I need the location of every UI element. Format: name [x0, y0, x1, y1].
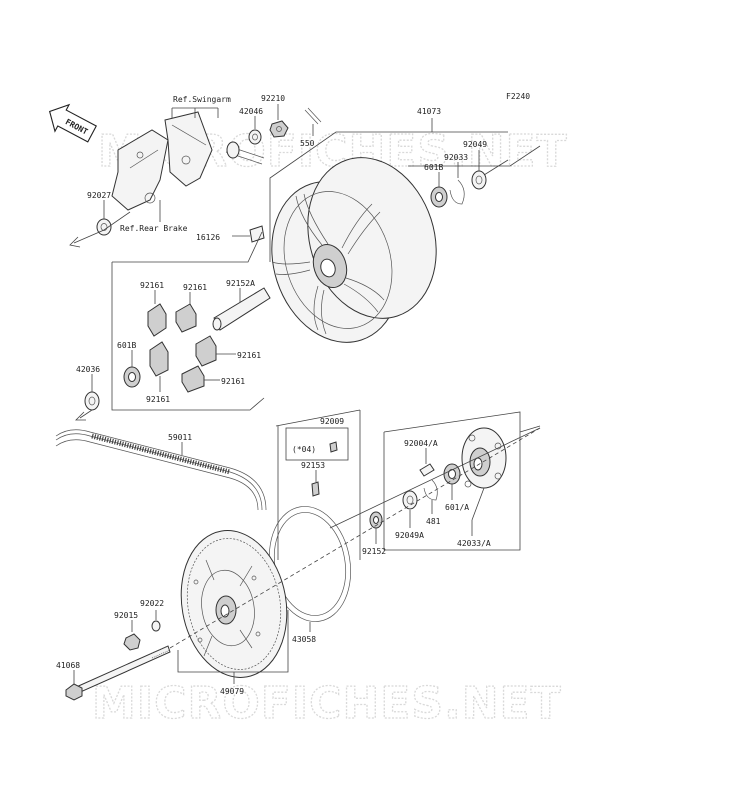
part-92009-screw: [329, 441, 338, 453]
note-04: (*04): [292, 445, 316, 454]
caliper-bracket: [111, 111, 213, 211]
part-92033-circlip: [449, 179, 465, 205]
label-49079: 49079: [220, 687, 244, 696]
label-601b-top: 601B: [424, 163, 443, 172]
label-92161-d: 92161: [221, 377, 245, 386]
label-92049a: 92049A: [395, 531, 424, 540]
label-42036: 42036: [76, 365, 100, 374]
label-92153: 92153: [301, 461, 325, 470]
part-92015-nut: [123, 633, 141, 651]
label-92027: 92027: [87, 191, 111, 200]
part-42036-seal: [84, 391, 100, 411]
part-92152a-collar: [212, 287, 271, 331]
label-41068: 41068: [56, 661, 80, 670]
ref-rear-brake: Ref.Rear Brake: [120, 224, 188, 233]
part-42046-washer: [248, 129, 262, 145]
part-92049a-seal: [402, 490, 418, 510]
label-92161-c: 92161: [237, 351, 261, 360]
front-arrow-icon: FRONT: [48, 103, 97, 143]
label-92152: 92152: [362, 547, 386, 556]
ref-swingarm: Ref.Swingarm: [173, 95, 231, 104]
part-92161-adjuster-d: [181, 365, 205, 393]
part-92049-seal: [471, 170, 487, 190]
part-41073-rear-wheel: [271, 157, 437, 343]
part-92161-adjuster-e: [149, 341, 169, 377]
label-92161-e: 92161: [146, 395, 170, 404]
part-601b-bearing-left: [123, 366, 141, 388]
label-92004a: 92004/A: [404, 439, 438, 448]
label-92022: 92022: [140, 599, 164, 608]
part-601a-bearing: [443, 463, 461, 485]
part-92022-washer: [151, 620, 161, 632]
part-601b-bearing-top: [430, 186, 448, 208]
part-42033a-hub: [461, 427, 507, 489]
part-550-pin: [304, 107, 322, 125]
part-92161-adjuster-c: [195, 335, 217, 367]
part-92210-nut: [269, 120, 289, 138]
part-92161-adjuster-b: [175, 303, 197, 333]
label-481: 481: [426, 517, 441, 526]
part-92004a-stud: [419, 463, 435, 477]
part-49079-pulley: [180, 530, 288, 678]
part-16126-valve: [249, 225, 265, 243]
label-92161-a: 92161: [140, 281, 164, 290]
label-43058: 43058: [292, 635, 316, 644]
label-42046: 42046: [239, 107, 263, 116]
watermark-bottom: MICROFICHES.NET: [92, 678, 562, 729]
label-92152a: 92152A: [226, 279, 255, 288]
label-601a: 601/A: [445, 503, 469, 512]
diagram-code: F2240: [506, 92, 530, 101]
part-59011-drive-belt: [55, 429, 267, 511]
part-41068-axle: [65, 645, 171, 701]
label-92161-b: 92161: [183, 283, 207, 292]
note-box: [285, 427, 349, 461]
label-16126: 16126: [196, 233, 220, 242]
part-92152-collar: [369, 511, 383, 529]
label-92210: 92210: [261, 94, 285, 103]
part-92161-adjuster-a: [147, 303, 167, 337]
label-550: 550: [300, 139, 315, 148]
label-41073: 41073: [417, 107, 441, 116]
label-92049: 92049: [463, 140, 487, 149]
label-59011: 59011: [168, 433, 192, 442]
part-92153-bolt: [311, 481, 320, 497]
label-92009: 92009: [320, 417, 344, 426]
label-92033: 92033: [444, 153, 468, 162]
label-42033a: 42033/A: [457, 539, 491, 548]
label-601b-left: 601B: [117, 341, 136, 350]
label-92015: 92015: [114, 611, 138, 620]
part-481-circlip: [423, 479, 438, 501]
